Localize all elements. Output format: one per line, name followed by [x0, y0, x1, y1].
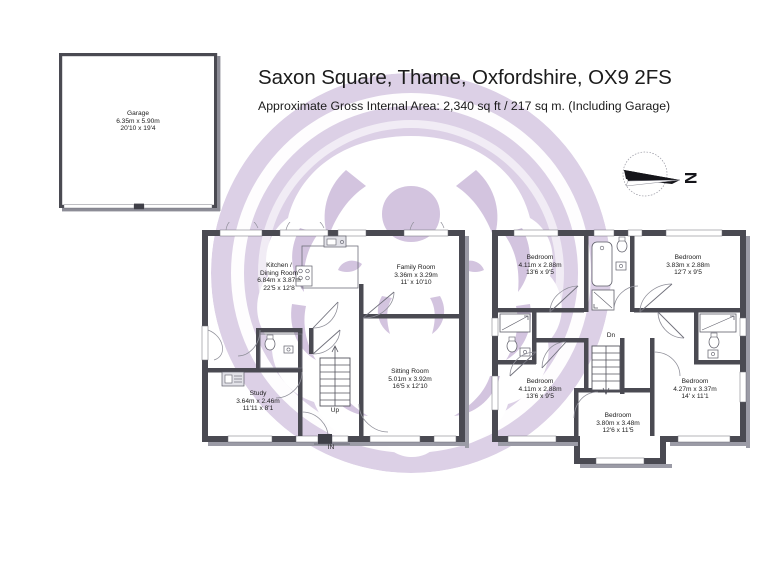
basin-icon — [283, 345, 294, 354]
entrance-marker — [314, 434, 350, 445]
staircase-down — [591, 345, 621, 395]
ensuite-right-fittings — [699, 313, 737, 359]
ensuite-left-fittings — [499, 313, 531, 357]
compass-north-label: N — [681, 172, 700, 184]
kitchen-hob-icon — [295, 265, 313, 287]
compass-rose: N — [622, 151, 700, 197]
bathtub-icon — [591, 241, 613, 287]
door-swings — [237, 291, 395, 437]
page-subtitle: Approximate Gross Internal Area: 2,340 s… — [258, 99, 671, 113]
page-title: Saxon Square, Thame, Oxfordshire, OX9 2F… — [258, 66, 672, 89]
staircase-up — [319, 345, 351, 407]
compass-needle-icon — [624, 170, 681, 187]
kitchen-sink-icon — [323, 235, 347, 248]
garage-plan: Garage 6.35m x 5.90m 20'10 x 19'4 — [58, 52, 230, 219]
shower-icon — [591, 289, 615, 311]
first-floor-plan: Bedroom 4.11m x 2.88m 13'6 x 9'5 Bedroom… — [488, 222, 756, 473]
ground-floor-plan: Kitchen / Dining Room 6.84m x 3.87m 22'5… — [198, 215, 474, 463]
wc-icon — [264, 334, 276, 351]
header: Saxon Square, Thame, Oxfordshire, OX9 2F… — [258, 66, 744, 113]
basin-icon-main — [615, 261, 627, 271]
door-swings — [509, 283, 685, 419]
appliance-icon — [221, 371, 245, 387]
wc-icon-main — [616, 236, 628, 253]
